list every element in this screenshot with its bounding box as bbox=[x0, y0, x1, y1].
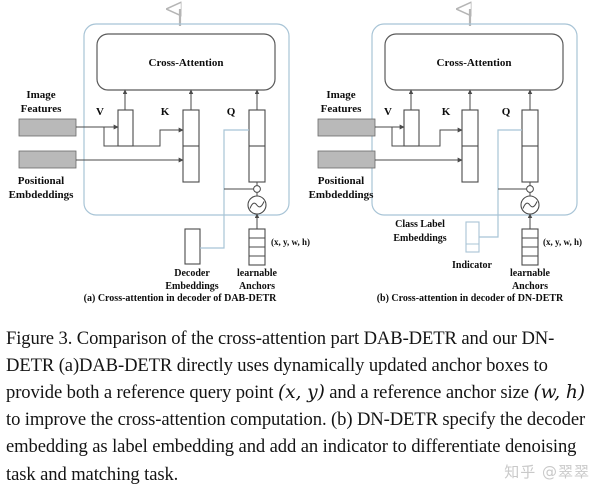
panel-b-q-label: Q bbox=[502, 106, 511, 118]
panel-b-cross-attention-label: Cross-Attention bbox=[437, 57, 512, 69]
panel-b-positional-label-line1: Positional bbox=[318, 175, 364, 187]
panel-b-v-label: V bbox=[384, 106, 392, 118]
caption-math-xy: (x, y) bbox=[278, 382, 325, 403]
panel-a-positional-label-line2: Embdeddings bbox=[9, 189, 75, 201]
panel-a-dot-operator bbox=[253, 185, 261, 193]
caption-math-wh: (w, h) bbox=[533, 382, 585, 403]
panel-b-indicator-box bbox=[465, 221, 480, 253]
panel-a-decoder-label-line1: Decoder bbox=[174, 268, 210, 279]
panel-a-v-label: V bbox=[96, 106, 104, 118]
panel-b-anchors-label-line1: learnable bbox=[510, 268, 551, 279]
panel-a-decoder-label-line2: Embeddings bbox=[165, 281, 218, 292]
panel-b-k-label: K bbox=[442, 106, 451, 118]
panel-b-anchors-label-line2: Anchors bbox=[512, 281, 548, 292]
panel-b-image-features-label-line1: Image bbox=[326, 89, 355, 101]
panel-b-subcaption: (b) Cross-attention in decoder of DN-DET… bbox=[377, 293, 564, 304]
panel-a-image-features-box bbox=[18, 118, 77, 137]
panel-b-dot-operator bbox=[526, 185, 534, 193]
panel-b-image-features-box bbox=[317, 118, 376, 137]
caption-part-3: to improve the cross-attention computati… bbox=[6, 409, 586, 485]
panel-a-v-box bbox=[117, 109, 134, 147]
watermark: 知乎 @翠翠 bbox=[504, 463, 590, 481]
panel-a-anchors-label-line2: Anchors bbox=[239, 281, 275, 292]
panel-a-positional-embeddings-box bbox=[18, 150, 77, 169]
panel-a-subcaption: (a) Cross-attention in decoder of DAB-DE… bbox=[84, 293, 277, 304]
panel-b-indicator-label: Indicator bbox=[452, 260, 493, 271]
panel-b-learnable-anchors-box bbox=[521, 228, 539, 266]
panel-a-anchor-coords-label: (x, y, w, h) bbox=[271, 237, 310, 247]
caption-part-2: and a reference anchor size bbox=[324, 382, 534, 403]
panel-a-learnable-anchors-box bbox=[248, 228, 266, 266]
panel-a-q-label: Q bbox=[227, 106, 236, 118]
panel-a-anchors-label-line1: learnable bbox=[237, 268, 278, 279]
figure-diagram-area: Cross-Attention V K Q Image Features bbox=[9, 0, 582, 304]
panel-b: Cross-Attention V K Q Image Features bbox=[309, 9, 582, 304]
panel-b-wire-indicator-to-q bbox=[479, 129, 522, 238]
panel-b-v-box bbox=[403, 109, 420, 147]
panel-a-k-label: K bbox=[161, 106, 170, 118]
panel-a-cross-attention-box bbox=[96, 33, 276, 91]
panel-b-positional-embeddings-box bbox=[317, 150, 376, 169]
panel-b-wire-image-to-k bbox=[391, 127, 463, 147]
panel-b-sine-wave-icon bbox=[522, 201, 538, 209]
panel-a-decoder-embeddings-box bbox=[184, 228, 201, 265]
panel-a-sine-wave-icon bbox=[249, 201, 265, 209]
figure-svg: Cross-Attention V K Q Image Features bbox=[9, 0, 582, 304]
figure-caption: Figure 3. Comparison of the cross-attent… bbox=[0, 325, 600, 488]
panel-b-cross-attention-box bbox=[384, 33, 564, 91]
panel-a-positional-label-line1: Positional bbox=[18, 175, 64, 187]
panel-b-positional-label-line2: Embdeddings bbox=[309, 189, 375, 201]
caption-part-1: Figure 3. Comparison of the cross-attent… bbox=[6, 327, 555, 403]
panel-b-anchor-coords-label: (x, y, w, h) bbox=[543, 237, 582, 247]
panel-a-image-features-label-line1: Image bbox=[26, 89, 55, 101]
panel-a-image-features-label-line2: Features bbox=[21, 103, 62, 115]
panel-b-class-label-line1: Class Label bbox=[395, 219, 445, 230]
panel-a: Cross-Attention V K Q Image Features bbox=[9, 9, 310, 304]
panel-b-image-features-label-line2: Features bbox=[321, 103, 362, 115]
panel-b-class-label-line2: Embeddings bbox=[393, 233, 446, 244]
panel-a-cross-attention-label: Cross-Attention bbox=[149, 57, 224, 69]
panel-a-decoder-container bbox=[83, 23, 290, 216]
panel-a-wire-image-to-k bbox=[103, 127, 184, 147]
